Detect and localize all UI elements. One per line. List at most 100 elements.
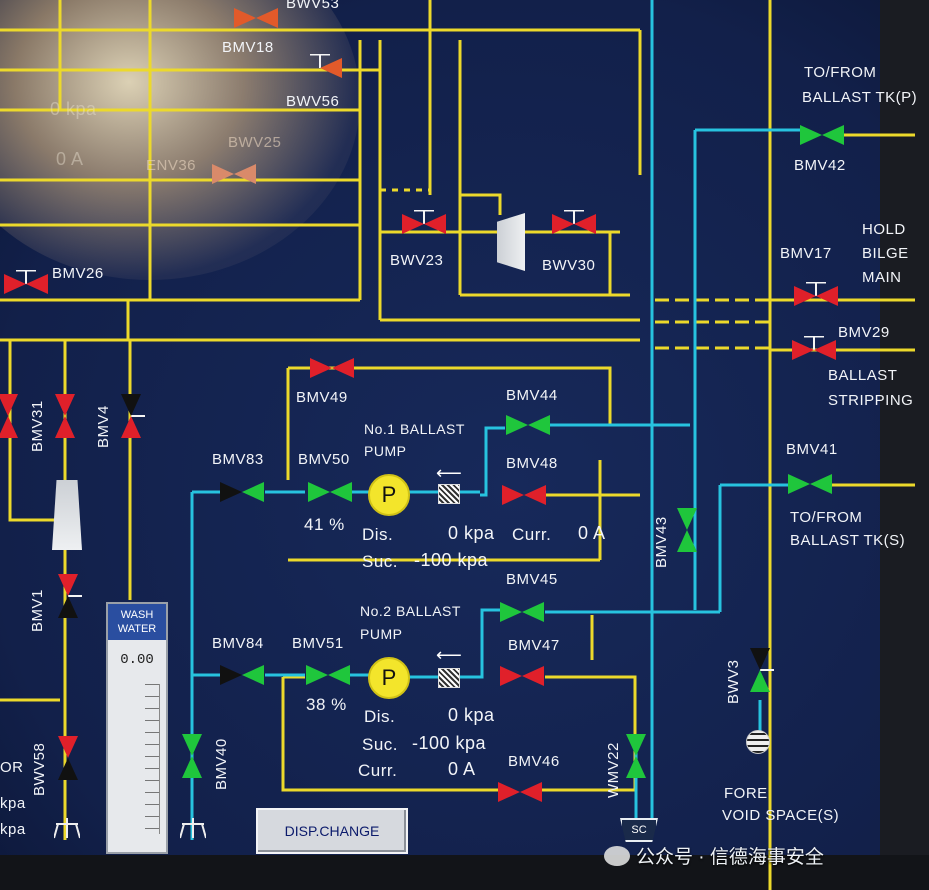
pump1-valve-opening: 41 % <box>304 515 345 534</box>
wash-water-title: WASH WATER <box>108 604 166 640</box>
tag-to-from-ballast-p-2: BALLAST TK(P) <box>802 89 918 106</box>
label-bwv53: BWV53 <box>286 0 340 12</box>
label-bmv47: BMV47 <box>508 637 560 654</box>
label-bmv40: BMV40 <box>213 738 230 790</box>
tag-ballast: BALLAST <box>828 367 898 384</box>
label-bwv56: BWV56 <box>286 93 340 110</box>
label-env36: ENV36 <box>146 157 197 174</box>
drain-symbol-left <box>54 818 80 839</box>
wash-water-scale <box>145 684 160 834</box>
left-edge-or: OR <box>0 759 24 776</box>
watermark-text: 公众号 · 信德海事安全 <box>636 847 824 868</box>
ballast-pump-1[interactable]: P <box>368 474 410 516</box>
label-bmv29: BMV29 <box>838 324 890 341</box>
valve-bwv23[interactable] <box>400 210 448 238</box>
label-bwv30: BWV30 <box>542 257 596 274</box>
valve-bmv47[interactable] <box>498 662 546 690</box>
valve-bmv45[interactable] <box>498 598 546 626</box>
pump1-suc-value: -100 kpa <box>414 550 489 570</box>
label-bwv23: BWV23 <box>390 252 444 269</box>
pump2-curr-value: 0 A <box>448 759 476 779</box>
valve-bmv44[interactable] <box>504 411 552 439</box>
label-bmv45: BMV45 <box>506 571 558 588</box>
valve-wmv22[interactable] <box>622 732 650 780</box>
valve-bmv43[interactable] <box>673 506 701 554</box>
pump2-dis-value: 0 kpa <box>448 705 495 725</box>
wash-water-title-line2: WATER <box>117 623 157 635</box>
label-bmv26: BMV26 <box>52 265 104 282</box>
flow-arrow-1-icon: ⟵ <box>436 463 462 483</box>
pump2-valve-opening: 38 % <box>306 695 347 714</box>
tag-fore: FORE <box>724 785 768 802</box>
valve-bmv17[interactable] <box>792 282 840 310</box>
wash-water-gauge: WASH WATER 0.00 <box>106 602 168 854</box>
valve-bwv56[interactable] <box>296 54 344 82</box>
pump1-curr-label: Curr. <box>512 525 552 544</box>
pump2-curr-label: Curr. <box>358 761 398 780</box>
left-edge-kpa-2: kpa <box>0 821 26 838</box>
label-bmv84: BMV84 <box>212 635 264 652</box>
faded-value-2: 0 A <box>56 149 84 169</box>
valve-env36[interactable] <box>210 160 258 188</box>
tag-to-from-ballast-s-2: BALLAST TK(S) <box>790 532 906 549</box>
valve-bmv84[interactable] <box>218 661 266 689</box>
sea-chest-tag: SC <box>620 818 658 842</box>
pump1-suc-label: Suc. <box>362 552 399 571</box>
tag-void-space: VOID SPACE(S) <box>722 807 840 824</box>
pump1-dis-label: Dis. <box>362 525 394 544</box>
reducer-fitting <box>497 213 525 271</box>
label-bmv46: BMV46 <box>508 753 560 770</box>
pump2-suc-label: Suc. <box>362 735 399 754</box>
valve-bmv83[interactable] <box>218 478 266 506</box>
label-bmv17: BMV17 <box>780 245 832 262</box>
valve-bmv49[interactable] <box>308 354 356 382</box>
label-bwv25: BWV25 <box>228 134 282 151</box>
pump2-sub: PUMP <box>360 626 403 642</box>
valve-bmv4[interactable] <box>117 392 145 440</box>
tag-to-from-ballast-p-1: TO/FROM <box>804 64 877 81</box>
valve-bmv51[interactable] <box>304 661 352 689</box>
valve-bmv18[interactable] <box>232 4 280 32</box>
valve-bwv3[interactable] <box>746 646 774 694</box>
wash-water-value: 0.00 <box>120 652 154 668</box>
valve-bmv1[interactable] <box>54 572 82 620</box>
tag-hold: HOLD <box>862 221 906 238</box>
valve-bwv30[interactable] <box>550 210 598 238</box>
strainer-1-icon <box>438 484 460 504</box>
tag-to-from-ballast-s-1: TO/FROM <box>790 509 863 526</box>
valve-bmv42[interactable] <box>798 121 846 149</box>
valve-bmv50[interactable] <box>306 478 354 506</box>
label-bmv51: BMV51 <box>292 635 344 652</box>
pump2-suc-value: -100 kpa <box>412 733 487 753</box>
label-bmv31: BMV31 <box>29 400 46 452</box>
label-bwv58: BWV58 <box>31 742 48 796</box>
wechat-logo-icon <box>604 846 630 866</box>
pump1-title: No.1 BALLAST <box>364 421 465 437</box>
tag-bilge: BILGE <box>862 245 909 262</box>
ballast-pump-2[interactable]: P <box>368 657 410 699</box>
faded-value-1: 0 kpa <box>50 99 97 119</box>
valve-bmv31[interactable] <box>51 392 79 440</box>
disp-change-button[interactable]: DISP.CHANGE <box>256 808 408 854</box>
pump1-dis-value: 0 kpa <box>448 523 495 543</box>
label-wmv22: WMV22 <box>605 742 622 798</box>
label-bmv42: BMV42 <box>794 157 846 174</box>
valve-bmv31-a[interactable] <box>0 392 22 440</box>
valve-bmv26[interactable] <box>2 270 50 298</box>
fore-void-space-suction-icon <box>746 730 770 754</box>
pump1-sub: PUMP <box>364 443 407 459</box>
left-edge-kpa-1: kpa <box>0 795 26 812</box>
valve-bmv40[interactable] <box>178 732 206 780</box>
valve-bwv58[interactable] <box>54 734 82 782</box>
label-bmv41: BMV41 <box>786 441 838 458</box>
wash-water-title-line1: WASH <box>120 609 154 621</box>
valve-bmv48[interactable] <box>500 481 548 509</box>
valve-bmv46[interactable] <box>496 778 544 806</box>
pump1-curr-value: 0 A <box>578 523 606 543</box>
label-bmv50: BMV50 <box>298 451 350 468</box>
label-bmv18: BMV18 <box>222 39 274 56</box>
valve-bmv41[interactable] <box>786 470 834 498</box>
valve-bmv29[interactable] <box>790 336 838 364</box>
label-bmv4: BMV4 <box>95 405 112 448</box>
